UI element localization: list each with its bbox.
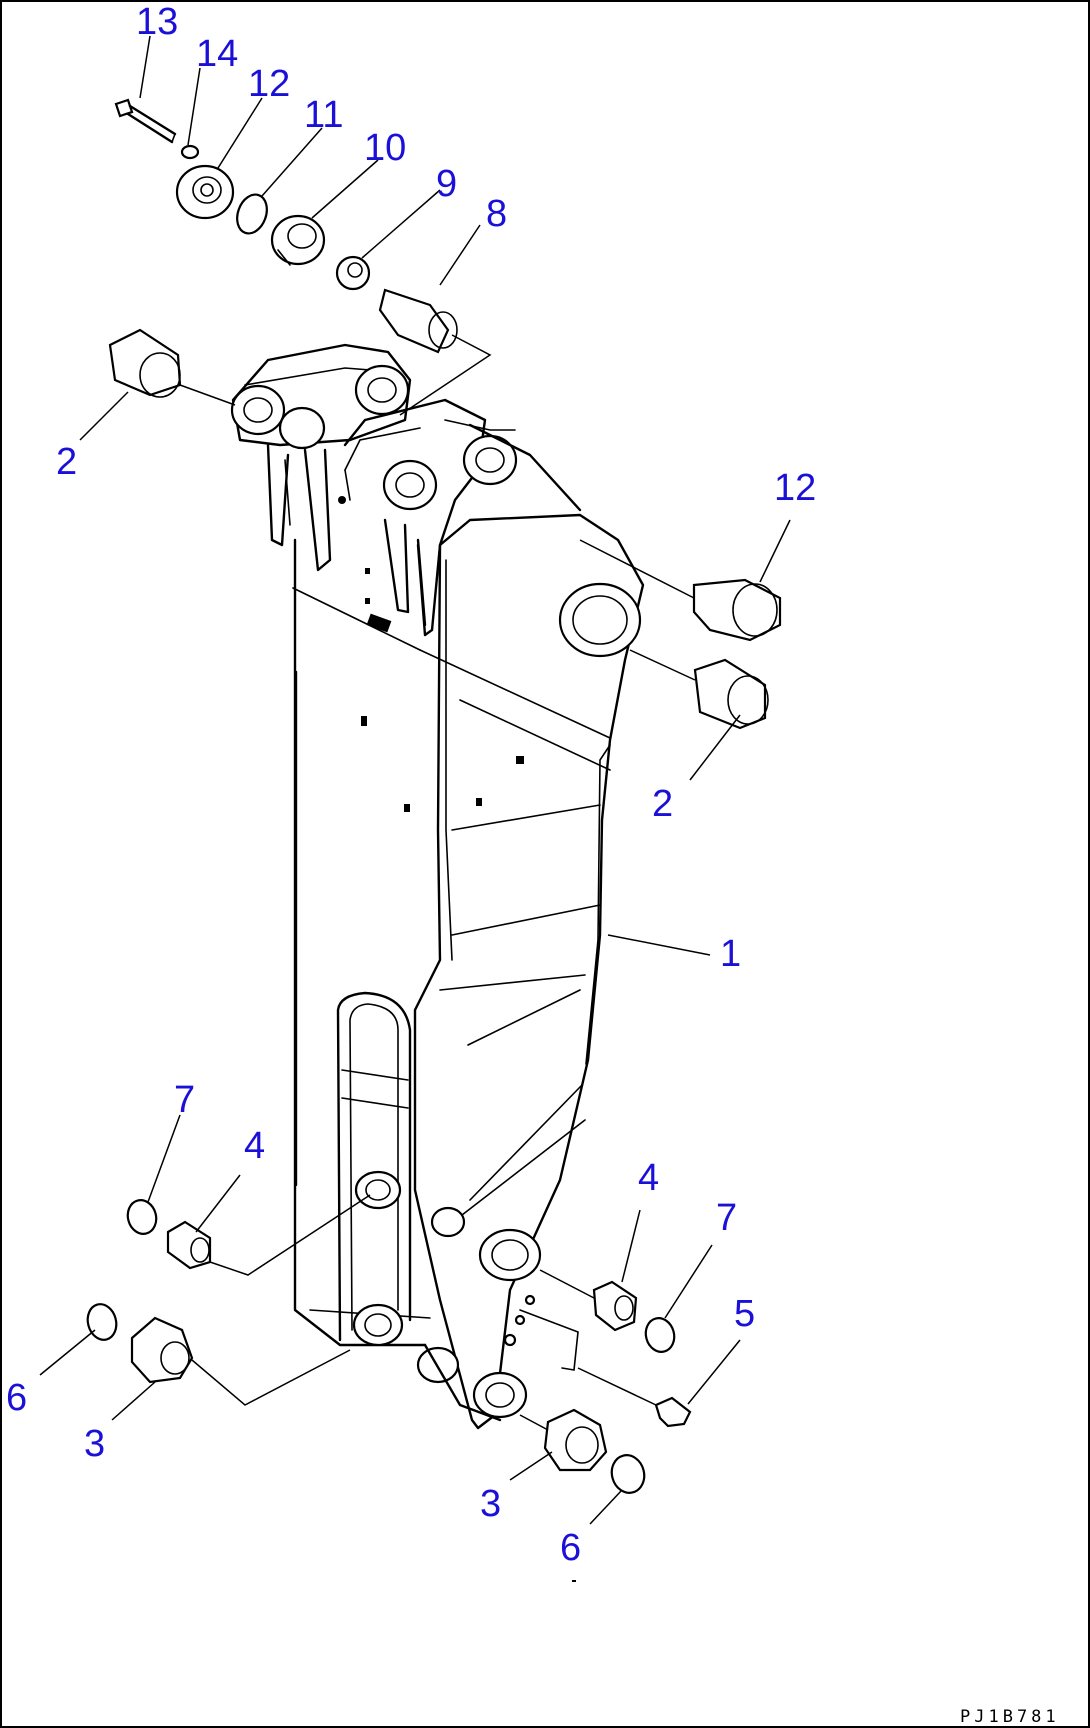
part-14-washer: [180, 144, 200, 160]
part-2-bushing-upper-left: [108, 328, 236, 406]
callout-14: 14: [196, 33, 238, 75]
top-bracket: [230, 343, 582, 637]
callout-13: 13: [136, 1, 178, 43]
callout-9: 9: [436, 163, 457, 205]
part-4-bushing-left: [166, 1194, 371, 1276]
arm-body: [292, 513, 645, 1430]
callout-2-upper-left: 2: [56, 441, 77, 483]
callout-2-right: 2: [652, 783, 673, 825]
callout-4-left: 4: [244, 1125, 265, 1167]
part-7-washer-left: [126, 1199, 158, 1235]
callout-3-left: 3: [84, 1423, 105, 1465]
part-13-bolt: [114, 98, 177, 144]
callout-6-left: 6: [6, 1377, 27, 1419]
part-4-bushing-right: [539, 1269, 638, 1332]
part-10-bushing: [270, 214, 326, 266]
callout-12-top: 12: [248, 63, 290, 105]
part-12-plate-top: [175, 164, 235, 220]
part-7-washer-right: [644, 1317, 676, 1353]
part-8-pin: [378, 288, 492, 416]
part-3-bushing-right: [519, 1408, 608, 1472]
callout-1: 1: [720, 933, 741, 975]
callout-11: 11: [304, 94, 343, 136]
part-6-washer-left: [86, 1303, 118, 1341]
part-12-plate-right: [579, 539, 782, 642]
callout-7-left: 7: [174, 1079, 195, 1121]
part-2-bushing-right: [629, 649, 769, 730]
part-6-washer-right: [610, 1454, 646, 1494]
drawing-number: PJ1B781: [960, 1707, 1060, 1727]
callouts: 13 14 12 11 10 9 8 2 12 2 1 7 4 4 7 5 6 …: [6, 1, 816, 1569]
part-11-shim: [236, 193, 268, 235]
leader-lines: [39, 35, 791, 1525]
part-9-collar: [335, 255, 371, 291]
callout-7-right: 7: [716, 1197, 737, 1239]
callout-6-right: 6: [560, 1527, 581, 1569]
callout-12-right: 12: [774, 467, 816, 509]
part-5-grease-fitting: [577, 1367, 692, 1428]
part-3-bushing-left: [130, 1316, 351, 1406]
callout-3-right: 3: [480, 1483, 501, 1525]
callout-10: 10: [364, 127, 406, 169]
callout-8: 8: [486, 193, 507, 235]
callout-5: 5: [734, 1293, 755, 1335]
callout-4-right: 4: [638, 1157, 659, 1199]
